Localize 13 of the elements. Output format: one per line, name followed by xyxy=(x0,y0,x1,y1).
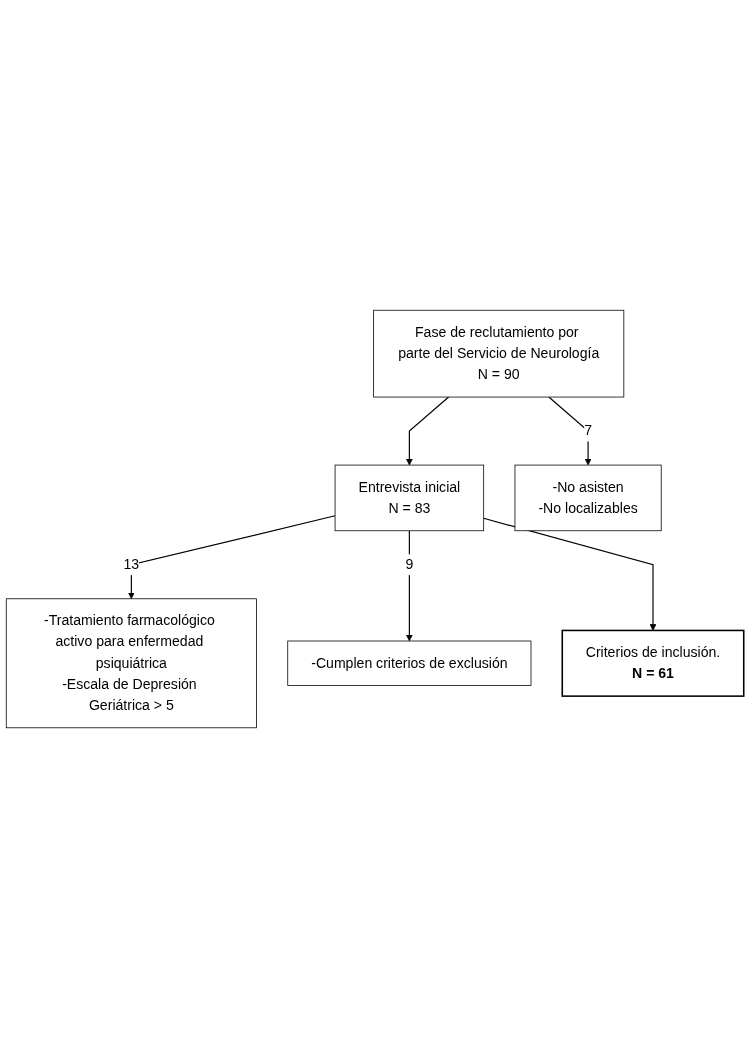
edge-label: 9 xyxy=(405,557,414,573)
arrow xyxy=(127,515,336,600)
node-box: -No asisten -No localizables xyxy=(514,465,662,532)
node-box: Entrevista inicial N = 83 xyxy=(334,465,485,532)
edge-label: 7 xyxy=(584,423,592,439)
node-box: Criterios de inclusión. N = 61 xyxy=(561,630,745,698)
arrow xyxy=(405,530,413,642)
edge-label: 13 xyxy=(123,557,140,573)
node-box: Fase de reclutamiento por parte del Servicio de Neurología N = 90 xyxy=(373,310,625,398)
node-box: -Cumplen criterios de exclusión xyxy=(287,641,532,687)
node-box: -Tratamiento farmacológico activo para enfermedad psiquiátrica -Escala de Depresión Geriátrica > 5 xyxy=(5,598,257,729)
arrow xyxy=(548,396,592,466)
arrow xyxy=(405,396,450,466)
